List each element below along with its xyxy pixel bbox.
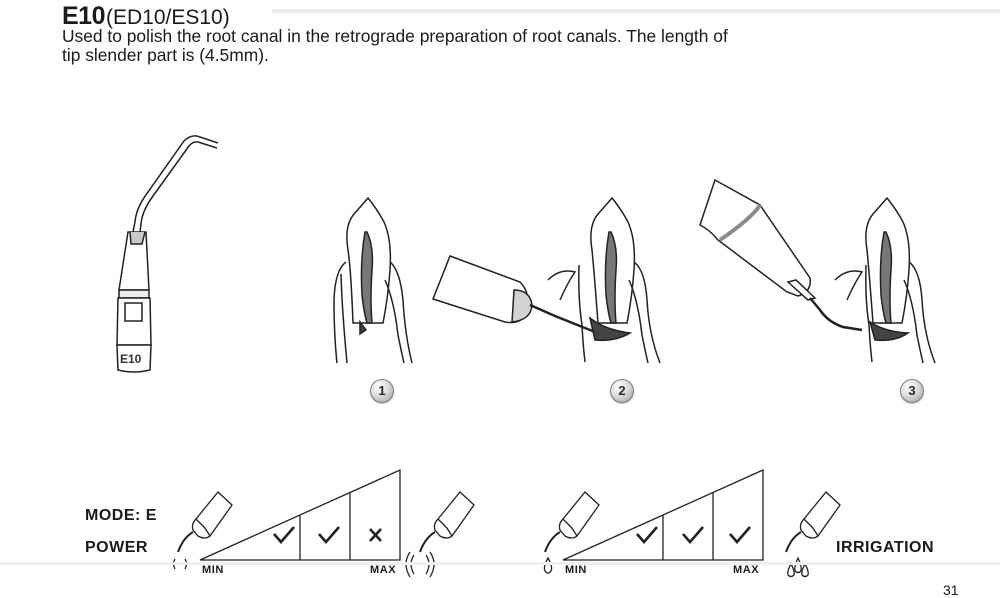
irrigation-min-label: MIN <box>565 564 587 576</box>
power-label: POWER <box>85 539 148 556</box>
compatible-codes: (ED10/ES10) <box>105 6 230 29</box>
step-badge-2: 2 <box>610 379 634 403</box>
step-badge-3: 3 <box>900 379 924 403</box>
description-line-1: Used to polish the root canal in the ret… <box>62 26 728 46</box>
irrigation-check-2 <box>682 526 704 544</box>
irrigation-check-3 <box>729 526 751 544</box>
page-heading: E10(ED10/ES10) <box>62 2 230 31</box>
step-badge-1: 1 <box>370 379 394 403</box>
power-max-label: MAX <box>370 564 397 576</box>
irrigation-label: IRRIGATION <box>836 539 935 556</box>
irrigation-max-label: MAX <box>733 564 760 576</box>
heading-divider <box>272 9 1000 13</box>
low-water-icon <box>543 556 553 574</box>
irrigation-check-1 <box>636 526 658 544</box>
page-number: 31 <box>943 582 959 598</box>
power-min-label: MIN <box>202 564 224 576</box>
power-check-1 <box>273 526 295 544</box>
mode-label: MODE: E <box>85 507 157 524</box>
high-water-icon <box>787 556 809 578</box>
footer-divider <box>0 562 1000 565</box>
tip-code: E10 <box>62 2 105 30</box>
power-cross-icon <box>369 528 382 542</box>
description-line-2: tip slender part is (4.5mm). <box>62 44 269 65</box>
tip-engraving: E10 <box>120 352 142 366</box>
description: Used to polish the root canal in the ret… <box>62 27 942 64</box>
power-check-2 <box>318 526 340 544</box>
